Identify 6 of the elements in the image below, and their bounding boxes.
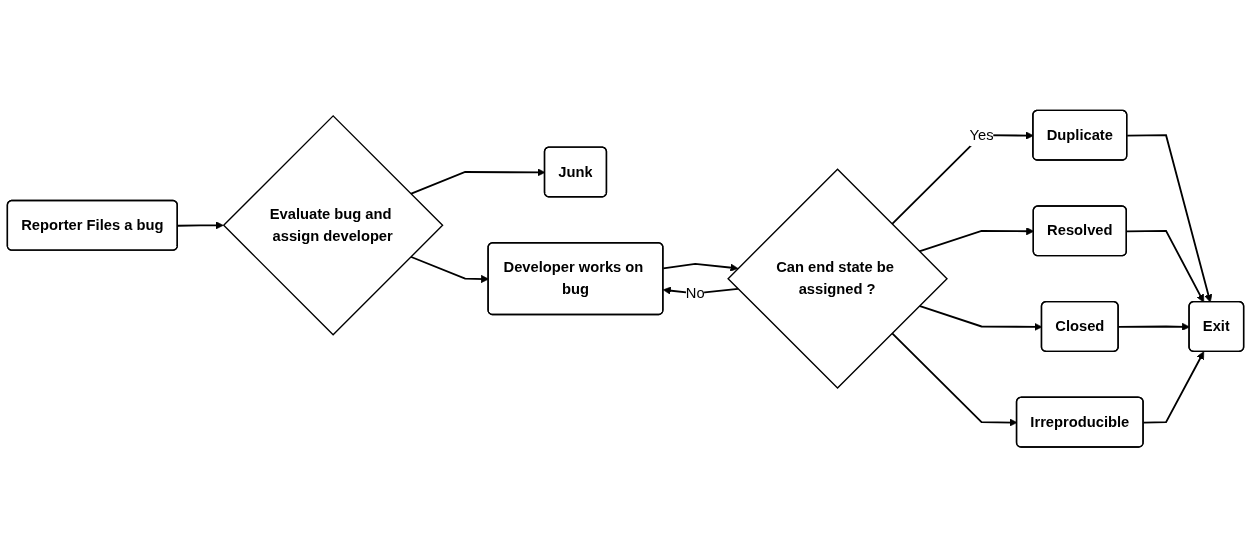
arrow: [1126, 134, 1213, 303]
edge-label: Yes: [969, 126, 994, 143]
arrow: [662, 262, 739, 272]
node-diamond: Can end state be assigned ?: [727, 168, 948, 389]
edge-label: No: [685, 284, 705, 301]
node-diamond: Evaluate bug and assign developer: [222, 114, 444, 336]
